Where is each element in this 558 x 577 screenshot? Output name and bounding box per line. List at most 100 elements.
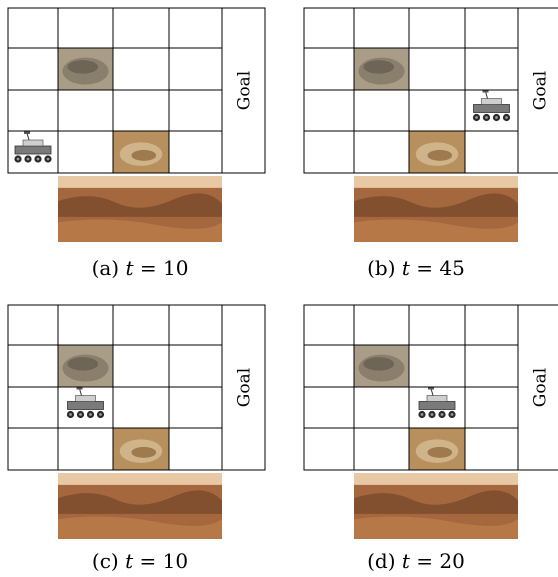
grid-panel-a: Goal xyxy=(7,7,266,242)
goal-cell xyxy=(221,7,266,174)
grid-cell xyxy=(464,304,519,346)
caption-prefix: (b) xyxy=(367,256,396,280)
grid-cell xyxy=(303,47,355,91)
boulder-rock xyxy=(354,345,409,387)
grid-cell xyxy=(168,344,223,388)
caption-t-var: t xyxy=(125,549,134,573)
grid-cell xyxy=(464,47,519,91)
grid-cell xyxy=(303,386,355,429)
grid-cell xyxy=(57,130,114,174)
terrain-strip xyxy=(58,176,222,242)
grid-cell xyxy=(303,130,355,174)
grid-cell xyxy=(353,427,410,471)
panel-c: Goal (c) t = 10 xyxy=(0,297,280,577)
grid-cell xyxy=(112,304,170,346)
boulder-rock xyxy=(58,48,113,90)
goal-label: Goal xyxy=(531,71,551,110)
crater-rock xyxy=(113,428,169,470)
caption-prefix: (c) xyxy=(91,549,119,573)
grid-cell xyxy=(57,89,114,132)
caption-panel-d: (d) t = 20 xyxy=(296,549,536,573)
grid-cell xyxy=(408,47,466,91)
grid-cell xyxy=(353,386,410,429)
grid-cell xyxy=(7,89,59,132)
grid-panel-b: Goal xyxy=(303,7,558,242)
terrain-strip xyxy=(354,176,518,242)
grid-panel-d: Goal xyxy=(303,304,558,539)
grid-cell xyxy=(57,427,114,471)
grid-cell xyxy=(353,130,410,174)
goal-label: Goal xyxy=(531,368,551,407)
caption-t-value: = 45 xyxy=(416,256,465,280)
panel-b: Goal (b) t = 45 xyxy=(296,0,558,290)
grid-cell xyxy=(112,47,170,91)
grid-cell xyxy=(464,130,519,174)
crater-rock xyxy=(409,428,465,470)
grid-cell xyxy=(7,427,59,471)
terrain-strip xyxy=(58,473,222,539)
grid-cell xyxy=(112,386,170,429)
grid-cell xyxy=(112,89,170,132)
caption-t-var: t xyxy=(401,256,410,280)
grid-cell xyxy=(303,344,355,388)
grid-cell xyxy=(168,427,223,471)
panel-a: Goal (a) t = 10 xyxy=(0,0,280,290)
rover-icon xyxy=(472,89,511,122)
grid-cell xyxy=(57,304,114,346)
grid-cell xyxy=(464,344,519,388)
grid-cell xyxy=(168,89,223,132)
terrain-strip xyxy=(354,473,518,539)
grid-cell xyxy=(303,304,355,346)
goal-label: Goal xyxy=(235,71,255,110)
grid-panel-c: Goal xyxy=(7,304,266,539)
goal-label: Goal xyxy=(235,368,255,407)
grid-cell xyxy=(464,386,519,429)
grid-cell xyxy=(7,304,59,346)
grid-cell xyxy=(7,47,59,91)
caption-panel-b: (b) t = 45 xyxy=(296,256,536,280)
grid-cell xyxy=(353,89,410,132)
panel-d: Goal (d) t = 20 xyxy=(296,297,558,577)
goal-cell xyxy=(517,7,558,174)
grid-cell xyxy=(168,7,223,49)
rover-icon xyxy=(66,386,105,419)
boulder-rock xyxy=(354,48,409,90)
caption-prefix: (d) xyxy=(367,549,396,573)
grid-cell xyxy=(303,427,355,471)
grid-cell xyxy=(168,386,223,429)
caption-prefix: (a) xyxy=(91,256,120,280)
grid-cell xyxy=(353,7,410,49)
caption-t-var: t xyxy=(125,256,134,280)
grid-cell xyxy=(112,344,170,388)
boulder-rock xyxy=(58,345,113,387)
grid-cell xyxy=(303,7,355,49)
grid-cell xyxy=(408,89,466,132)
grid-cell xyxy=(408,304,466,346)
crater-rock xyxy=(113,131,169,173)
grid-cell xyxy=(7,7,59,49)
grid-cell xyxy=(303,89,355,132)
grid-cell xyxy=(408,7,466,49)
grid-cell xyxy=(168,130,223,174)
caption-t-var: t xyxy=(401,549,410,573)
grid-cell xyxy=(408,344,466,388)
grid-cell xyxy=(464,427,519,471)
grid-cell xyxy=(353,304,410,346)
grid-cell xyxy=(168,47,223,91)
grid-cell xyxy=(57,7,114,49)
grid-cell xyxy=(7,344,59,388)
goal-cell xyxy=(517,304,558,471)
caption-t-value: = 10 xyxy=(139,549,189,573)
caption-t-value: = 20 xyxy=(416,549,465,573)
grid-cell xyxy=(464,7,519,49)
rover-icon xyxy=(418,386,456,419)
caption-panel-c: (c) t = 10 xyxy=(0,549,280,573)
grid-cell xyxy=(7,386,59,429)
crater-rock xyxy=(409,131,465,173)
caption-t-value: = 10 xyxy=(139,256,189,280)
grid-cell xyxy=(112,7,170,49)
goal-cell xyxy=(221,304,266,471)
caption-panel-a: (a) t = 10 xyxy=(0,256,280,280)
rover-icon xyxy=(14,131,52,163)
grid-cell xyxy=(168,304,223,346)
